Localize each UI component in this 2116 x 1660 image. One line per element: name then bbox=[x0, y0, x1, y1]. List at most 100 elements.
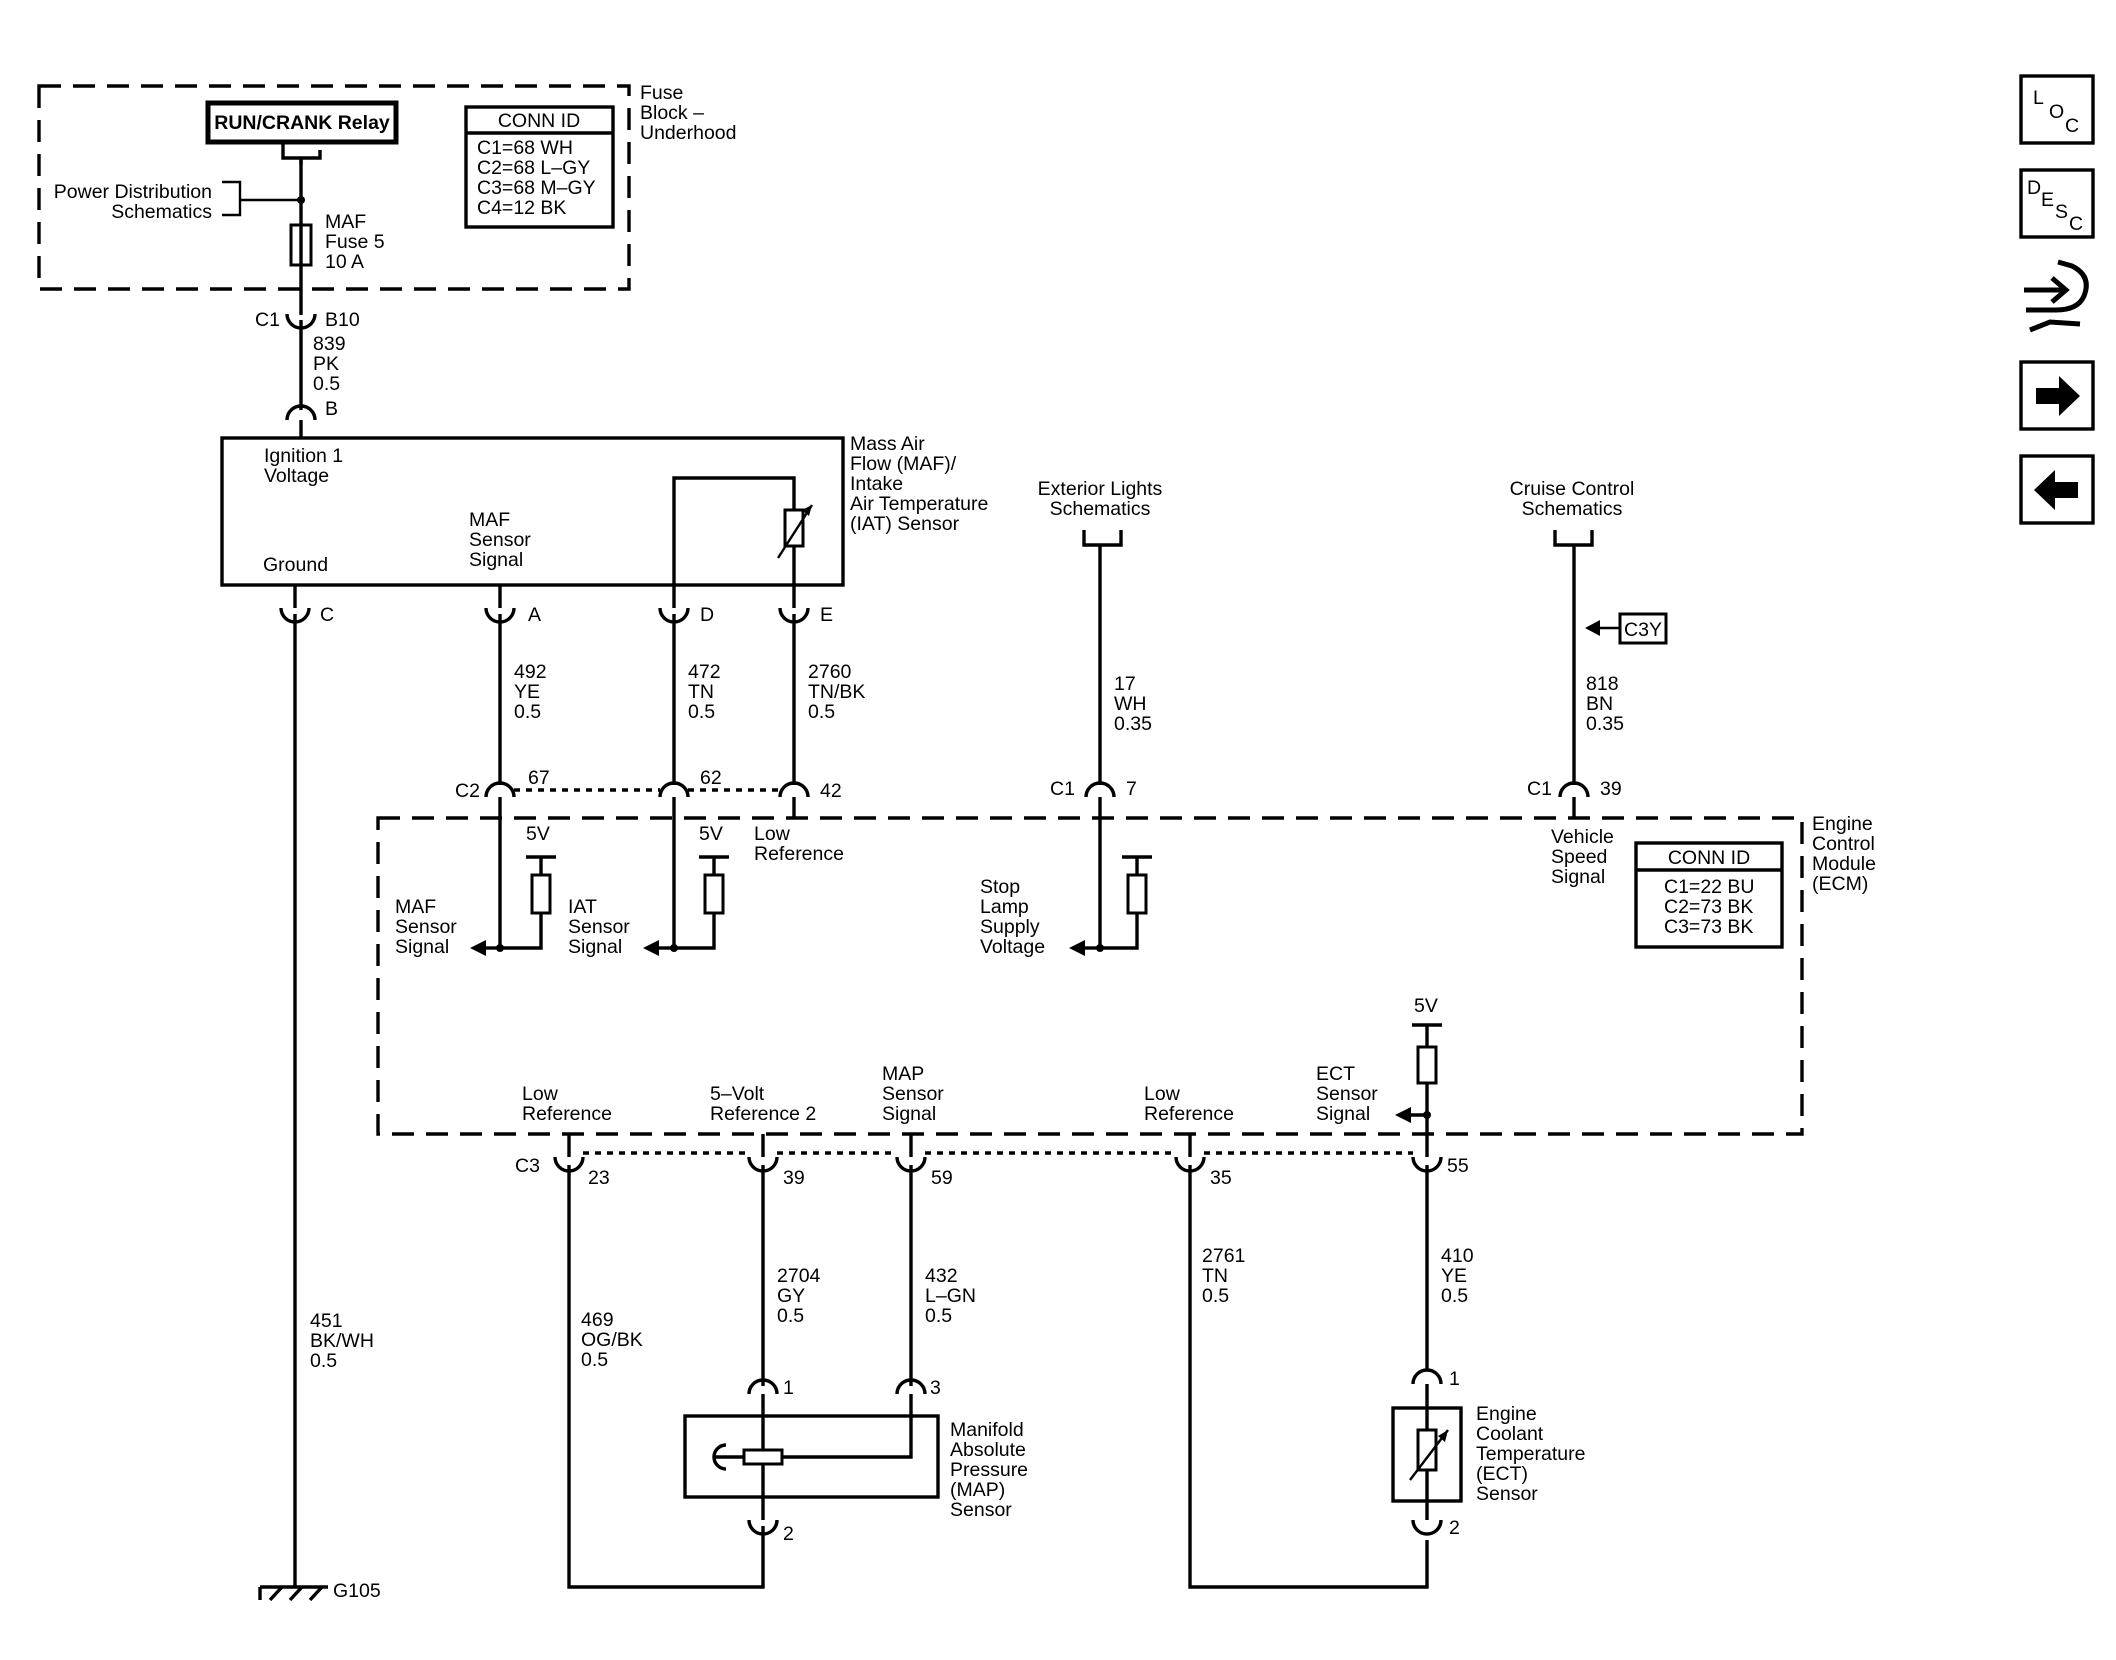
desc-button[interactable]: D E S C bbox=[2019, 168, 2095, 239]
iat-5v: 5V bbox=[699, 823, 723, 845]
desc-letter-d: D bbox=[2027, 177, 2041, 199]
harness-loop bbox=[2026, 259, 2089, 313]
ecm-vss-2: Speed bbox=[1551, 846, 1607, 868]
maf-name-4: Air Temperature bbox=[850, 493, 988, 515]
wire-2761-circuit: 2761 bbox=[1202, 1245, 1245, 1267]
ecm-map-signal-2: Sensor bbox=[882, 1083, 944, 1105]
ect-pullup-resistor bbox=[1416, 1045, 1438, 1085]
ecm-maf-signal-3: Signal bbox=[395, 936, 449, 958]
fuse-out-pin: B10 bbox=[325, 309, 360, 331]
run-crank-relay bbox=[205, 100, 399, 145]
desc-letter-c: C bbox=[2069, 213, 2083, 235]
ect-name-5: Sensor bbox=[1476, 1483, 1538, 1505]
wire-451-color: BK/WH bbox=[310, 1330, 374, 1352]
ecm-conn-id-table bbox=[1634, 841, 1784, 949]
wire-432-circuit: 432 bbox=[925, 1265, 958, 1287]
power-dist-label-1: Power Distribution bbox=[54, 181, 212, 203]
fuse-block-title-1: Fuse bbox=[640, 82, 683, 104]
c3y-ref-box bbox=[1618, 612, 1668, 645]
arrow-right-button[interactable] bbox=[2019, 360, 2095, 431]
maf-name-2: Flow (MAF)/ bbox=[850, 453, 957, 475]
cruise-label-1: Cruise Control bbox=[1510, 478, 1635, 500]
loc-button[interactable]: L O C bbox=[2019, 74, 2095, 145]
ecm-title-3: Module bbox=[1812, 853, 1876, 875]
ecm-conn-id-2: C2=73 BK bbox=[1664, 896, 1753, 918]
wire-492-circuit: 492 bbox=[514, 661, 547, 683]
arrow-left-icon bbox=[2034, 470, 2078, 510]
maf-signal-3: Signal bbox=[469, 549, 523, 571]
map-name-2: Absolute bbox=[950, 1439, 1026, 1461]
map-conn-1 bbox=[747, 1378, 779, 1395]
ect-name-1: Engine bbox=[1476, 1403, 1537, 1425]
wire-17-circuit: 17 bbox=[1114, 673, 1136, 695]
ect-conn-1 bbox=[1411, 1368, 1443, 1385]
wire-2761-color: TN bbox=[1202, 1265, 1228, 1287]
cruise-bracket bbox=[1553, 530, 1594, 547]
map-pin-3: 3 bbox=[930, 1377, 941, 1399]
ground-g105: G105 bbox=[333, 1580, 381, 1602]
c3-pin-35: 35 bbox=[1210, 1167, 1232, 1189]
maf-5v: 5V bbox=[526, 823, 550, 845]
ect-pullup-rail bbox=[1412, 1023, 1442, 1047]
maf-name-1: Mass Air bbox=[850, 433, 925, 455]
ecm-vss-3: Signal bbox=[1551, 866, 1605, 888]
ecm-conn-id-title: CONN ID bbox=[1668, 847, 1750, 869]
ect-name-4: (ECT) bbox=[1476, 1463, 1528, 1485]
ext-lights-label-1: Exterior Lights bbox=[1038, 478, 1163, 500]
loc-letter-o: O bbox=[2049, 101, 2064, 123]
arrow-right-icon bbox=[2036, 376, 2080, 416]
fuse-output-circuit: C1 B10 839 PK 0.5 B bbox=[255, 309, 360, 438]
loc-button-frame bbox=[2019, 74, 2095, 145]
c2-pin-42: 42 bbox=[820, 780, 842, 802]
wire-451-gauge: 0.5 bbox=[310, 1350, 337, 1372]
wire-469-color: OG/BK bbox=[581, 1329, 643, 1351]
wire-818-gauge: 0.35 bbox=[1586, 713, 1624, 735]
ecm-conn-c2-42 bbox=[778, 781, 810, 798]
maf-wires: 492 YE 0.5 472 TN 0.5 2760 TN/BK 0.5 bbox=[498, 614, 865, 785]
map-sensor: 1 3 2 Manifold Absolute Pressure (MAP) S… bbox=[683, 1377, 1028, 1545]
c3-wires: 469 OG/BK 0.5 2704 GY 0.5 432 L–GN 0.5 2… bbox=[567, 1165, 1474, 1589]
ecm-maf-signal-2: Sensor bbox=[395, 916, 457, 938]
fuse-block-title-2: Block – bbox=[640, 102, 704, 124]
wire-839-gauge: 0.5 bbox=[313, 373, 340, 395]
wire-410-color: YE bbox=[1441, 1265, 1467, 1287]
ect-signal-arrow bbox=[1395, 1107, 1411, 1123]
wiring-harness-icon[interactable] bbox=[2024, 259, 2089, 333]
wire-2761-gauge: 0.5 bbox=[1202, 1285, 1229, 1307]
fuse-conn-id-4: C4=12 BK bbox=[477, 197, 566, 219]
map-wiper-lead bbox=[782, 1416, 913, 1459]
ext-pin: 7 bbox=[1126, 778, 1137, 800]
stop-lamp-arrow bbox=[1069, 940, 1085, 956]
fuse-conn-id-table bbox=[464, 105, 615, 229]
wire-17-color: WH bbox=[1114, 693, 1147, 715]
c3y-ref: C3Y bbox=[1624, 619, 1662, 641]
arrow-left-button[interactable] bbox=[2019, 454, 2095, 525]
stop-lamp-rail bbox=[1122, 855, 1152, 875]
cruise-control-circuit: Cruise Control Schematics C3Y 818 BN 0.3… bbox=[1510, 478, 1668, 800]
iat-pullup-resistor bbox=[703, 873, 725, 915]
map-pin-2: 2 bbox=[783, 1523, 794, 1545]
ecm-low-ref-2b: Reference bbox=[1144, 1103, 1234, 1125]
wire-410-circuit: 410 bbox=[1441, 1245, 1474, 1267]
wire-818-circuit: 818 bbox=[1586, 673, 1619, 695]
c3-pin-39: 39 bbox=[783, 1167, 805, 1189]
ext-conn: C1 bbox=[1050, 778, 1075, 800]
fuse-label-1: MAF bbox=[325, 211, 366, 233]
ect-conn-2 bbox=[1411, 1519, 1443, 1536]
stop-lamp-resistor bbox=[1126, 873, 1148, 915]
map-name-3: Pressure bbox=[950, 1459, 1028, 1481]
wire-2704-gauge: 0.5 bbox=[777, 1305, 804, 1327]
wire-492-gauge: 0.5 bbox=[514, 701, 541, 723]
map-name-5: Sensor bbox=[950, 1499, 1012, 1521]
ecm-ect-3: Signal bbox=[1316, 1103, 1370, 1125]
exterior-lights-circuit: Exterior Lights Schematics 17 WH 0.35 C1… bbox=[1038, 478, 1163, 800]
ecm-outline bbox=[376, 816, 1804, 1136]
ect-5v: 5V bbox=[1414, 995, 1438, 1017]
wire-451-circuit: 451 bbox=[310, 1310, 343, 1332]
fuse-conn-id-1: C1=68 WH bbox=[477, 137, 573, 159]
maf-pin-d: D bbox=[700, 604, 714, 626]
ecm-title-2: Control bbox=[1812, 833, 1875, 855]
thermistor-arrow bbox=[776, 504, 814, 559]
wire-410-gauge: 0.5 bbox=[1441, 1285, 1468, 1307]
